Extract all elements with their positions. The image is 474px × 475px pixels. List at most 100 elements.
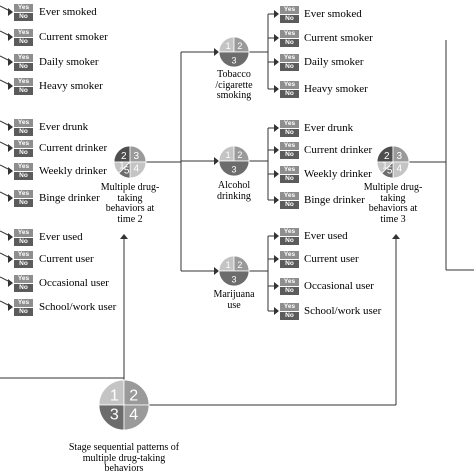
yes-label: Yes — [14, 229, 33, 237]
no-label: No — [14, 284, 33, 292]
no-label: No — [14, 149, 33, 157]
right-item-label: Ever used — [304, 230, 348, 242]
no-label: No — [14, 63, 33, 71]
no-label: No — [280, 39, 299, 47]
to-alcohol-arrow — [214, 157, 219, 165]
left-item-label: Daily smoker — [39, 56, 99, 68]
left-connector-arrow — [8, 255, 13, 263]
yes-label: Yes — [280, 6, 299, 14]
yes-label: Yes — [280, 81, 299, 89]
stage-pie-segment-label: 2 — [129, 387, 138, 404]
stage-to-time3-arrow — [392, 234, 400, 239]
no-label: No — [280, 260, 299, 268]
right-connector-arrow — [274, 196, 279, 204]
right-connector-arrow — [274, 255, 279, 263]
alcohol-pie-segment-label: 2 — [237, 150, 242, 160]
yes-label: Yes — [280, 166, 299, 174]
left-connector-arrow — [8, 82, 13, 90]
time3-pie-segment-label: 2 — [384, 151, 390, 162]
time2-caption-line: taking — [117, 192, 143, 204]
yes-label: Yes — [14, 190, 33, 198]
right-connector-arrow — [274, 282, 279, 290]
stage-pie-segment-label: 4 — [129, 407, 138, 424]
yes-label: Yes — [14, 4, 33, 12]
stage-pie-segment — [123, 379, 150, 406]
stage-pie-segment — [123, 404, 150, 431]
left-connector-arrow — [8, 279, 13, 287]
tobacco-caption-line: /cigarette — [215, 79, 253, 91]
time2-pie-segment-label: 1 — [119, 161, 125, 172]
right-item-label: Ever drunk — [304, 122, 354, 134]
left-item-label: Current drinker — [39, 142, 108, 154]
tobacco-pie-segment — [218, 51, 250, 68]
time2-pie-segment-label: 5 — [124, 165, 130, 176]
right-item-label: Daily smoker — [304, 56, 364, 68]
left-item-label: Ever smoked — [39, 6, 97, 18]
alcohol-caption-line: Alcohol — [217, 180, 251, 191]
time2-pie-segment-label: 2 — [121, 151, 127, 162]
yes-label: Yes — [14, 163, 33, 171]
left-connector-arrow — [8, 233, 13, 241]
time2-pie-segment — [113, 161, 131, 174]
stage-pie-segment — [98, 404, 125, 431]
left-item-label: Current smoker — [39, 31, 108, 43]
stage-to-time2-arrow — [120, 234, 128, 239]
right-item-label: Ever smoked — [304, 8, 362, 20]
no-label: No — [14, 199, 33, 207]
left-connector-arrow — [8, 8, 13, 16]
no-label: No — [280, 63, 299, 71]
right-connector-arrow — [274, 58, 279, 66]
right-item-label: Current smoker — [304, 32, 373, 44]
left-connector-arrow — [8, 123, 13, 131]
right-item-label: Occasional user — [304, 280, 374, 292]
stage-pie-segment — [98, 379, 125, 406]
yes-label: Yes — [280, 278, 299, 286]
no-label: No — [280, 129, 299, 137]
stage-caption-line: multiple drug-taking — [82, 452, 166, 464]
left-connector-arrow — [8, 33, 13, 41]
yes-label: Yes — [280, 251, 299, 259]
right-connector-arrow — [274, 307, 279, 315]
no-label: No — [280, 15, 299, 23]
time3-caption-line: taking — [380, 192, 406, 204]
right-item-label: Heavy smoker — [304, 83, 368, 95]
marijuana-pie-segment-label: 3 — [231, 274, 236, 284]
no-label: No — [280, 287, 299, 295]
tobacco-caption-line: Tobacco — [217, 69, 251, 80]
no-label: No — [280, 90, 299, 98]
tobacco-pie-segment-label: 3 — [231, 55, 236, 65]
no-label: No — [14, 38, 33, 46]
no-label: No — [280, 201, 299, 209]
right-item-label: Current drinker — [304, 144, 373, 156]
right-connector-arrow — [274, 232, 279, 240]
no-label: No — [14, 13, 33, 21]
no-label: No — [280, 237, 299, 245]
no-label: No — [14, 260, 33, 268]
marijuana-caption-line: Marijuana — [213, 289, 255, 300]
yes-label: Yes — [14, 119, 33, 127]
left-connector-arrow — [8, 144, 13, 152]
no-label: No — [280, 175, 299, 183]
stage-pie-segment-label: 1 — [110, 387, 119, 404]
